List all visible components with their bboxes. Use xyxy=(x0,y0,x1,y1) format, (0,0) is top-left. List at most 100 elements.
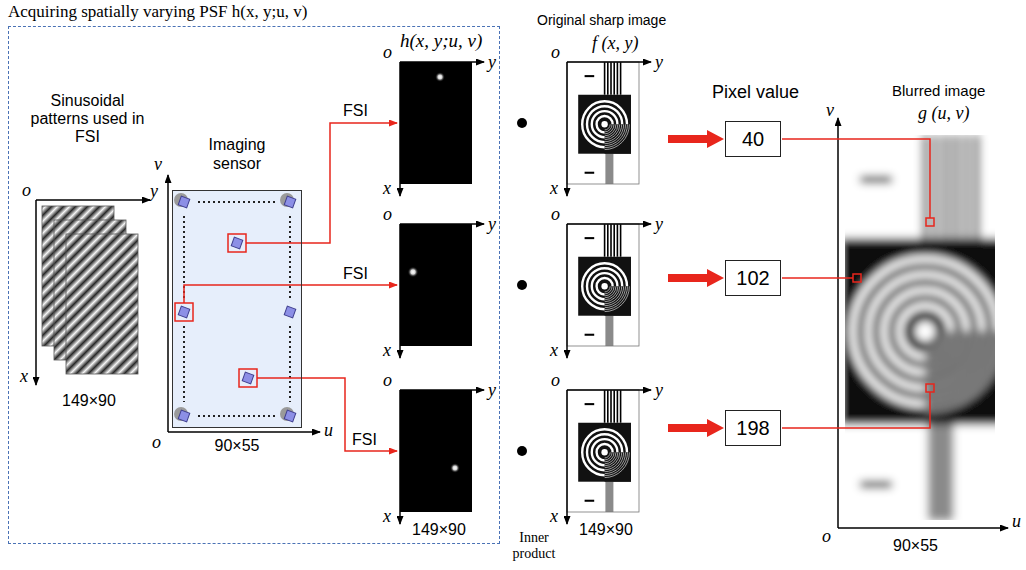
function-label: h(x, y;u, v) xyxy=(400,30,482,52)
pixel-marker xyxy=(853,218,934,392)
sensor-pixel xyxy=(284,196,296,208)
corner-pixel-shadow xyxy=(174,193,294,421)
axis-label: x xyxy=(383,178,391,199)
axis-arrow xyxy=(838,527,1008,529)
sensor-surface xyxy=(172,190,302,428)
axis-label: x xyxy=(550,340,558,361)
fsi-arrow xyxy=(184,123,397,451)
sensor-pixel xyxy=(178,196,296,422)
axis-arrow xyxy=(400,223,484,225)
psf-image xyxy=(435,72,445,82)
axis-label: y xyxy=(488,52,496,73)
axis-arrow xyxy=(36,199,150,201)
psf-image xyxy=(400,62,472,512)
axis-label: o xyxy=(551,370,560,391)
psf-image xyxy=(400,62,472,184)
axis-arrow xyxy=(838,118,1008,528)
selected-pixel-frame xyxy=(175,234,257,387)
node-heading: Acquiring spatially varying PSF h(x, y;u… xyxy=(8,2,307,22)
axis-label: o xyxy=(152,432,161,453)
thick-red-arrow xyxy=(668,130,724,148)
pixel-marker xyxy=(926,384,934,392)
psf-image xyxy=(450,463,460,473)
sensor-pixel xyxy=(178,306,190,318)
axis-label: o xyxy=(551,204,560,225)
selected-pixel-frame xyxy=(239,369,257,387)
axis-label: u xyxy=(1012,511,1021,532)
pixel-marker xyxy=(853,274,861,282)
selected-pixel-frame xyxy=(175,303,193,321)
axis-label: o xyxy=(822,526,831,547)
text-label: Blurred image xyxy=(892,82,985,99)
axis-arrow xyxy=(399,390,401,524)
thick-red-arrow xyxy=(668,269,724,287)
axis-arrow xyxy=(567,62,651,524)
text-label: FSI xyxy=(343,102,368,120)
blurred-image xyxy=(804,135,1026,520)
node-caption: 90×55 xyxy=(215,437,260,455)
axis-label: v xyxy=(826,100,834,121)
axis-arrow xyxy=(36,200,150,385)
psf-image xyxy=(400,390,472,512)
axis-arrow xyxy=(167,175,169,432)
text-label: FSI xyxy=(343,265,368,283)
blurred-image xyxy=(804,135,1026,520)
fsi-arrow xyxy=(184,285,397,303)
pixel-leader-line xyxy=(782,392,930,428)
inner-product-dot xyxy=(517,118,527,456)
axis-arrow xyxy=(399,224,401,358)
selected-pixel-frame xyxy=(228,234,246,252)
axis-label: y xyxy=(655,214,663,235)
axis-arrow xyxy=(168,175,320,432)
text-label: FSI xyxy=(352,431,377,449)
dotted-pixel-row xyxy=(198,201,276,203)
psf-image xyxy=(408,267,419,278)
axis-arrow xyxy=(35,200,37,385)
axis-arrow xyxy=(566,390,568,524)
axis-arrow xyxy=(566,224,568,358)
axis-label: y xyxy=(655,380,663,401)
node-heading: 102 xyxy=(736,267,769,289)
axis-arrow xyxy=(567,389,651,391)
sharp-image xyxy=(567,390,639,512)
imaging-sensor: Imaging sensor90×55 xyxy=(172,190,302,428)
dotted-pixel-row xyxy=(198,415,276,417)
axis-label: x xyxy=(20,366,28,387)
axis-arrow xyxy=(567,223,651,225)
pixel-value-box: 102 xyxy=(725,260,781,296)
psf-image xyxy=(400,224,472,346)
inner-product-dot xyxy=(517,446,527,456)
sharp-image xyxy=(567,62,639,184)
sensor-pixel xyxy=(284,306,296,318)
inner-product-dot xyxy=(517,118,527,128)
image-frame xyxy=(567,390,639,512)
axis-label: y xyxy=(655,52,663,73)
axis-arrow xyxy=(400,62,484,524)
sinusoidal-pattern xyxy=(66,234,138,374)
axis-label: y xyxy=(150,181,158,202)
axis-label: x xyxy=(550,506,558,527)
fsi-arrow xyxy=(257,378,397,451)
text-label: 149×90 xyxy=(62,392,116,410)
sensor-pixel xyxy=(178,410,190,422)
pixel-leader-line xyxy=(782,277,853,279)
text-label: Original sharp image xyxy=(537,12,666,28)
axis-arrow xyxy=(837,118,839,528)
node-heading: 40 xyxy=(742,128,764,150)
sensor-pixel xyxy=(231,237,243,249)
axis-label: x xyxy=(383,340,391,361)
axis-label: u xyxy=(324,420,333,441)
sensor-pixel xyxy=(242,372,254,384)
sharp-image xyxy=(567,224,639,346)
image-frame xyxy=(567,62,639,184)
axis-arrow xyxy=(400,389,484,391)
image-frame xyxy=(567,62,639,512)
axis-arrow xyxy=(566,62,568,196)
text-label: Pixel value xyxy=(712,82,799,103)
pixel-leader-line xyxy=(782,139,930,218)
axis-label: f (x, y) xyxy=(592,33,638,54)
axis-label: y xyxy=(488,214,496,235)
node-heading: Imaging sensor xyxy=(192,136,282,173)
pixel-leader-line xyxy=(782,139,930,428)
